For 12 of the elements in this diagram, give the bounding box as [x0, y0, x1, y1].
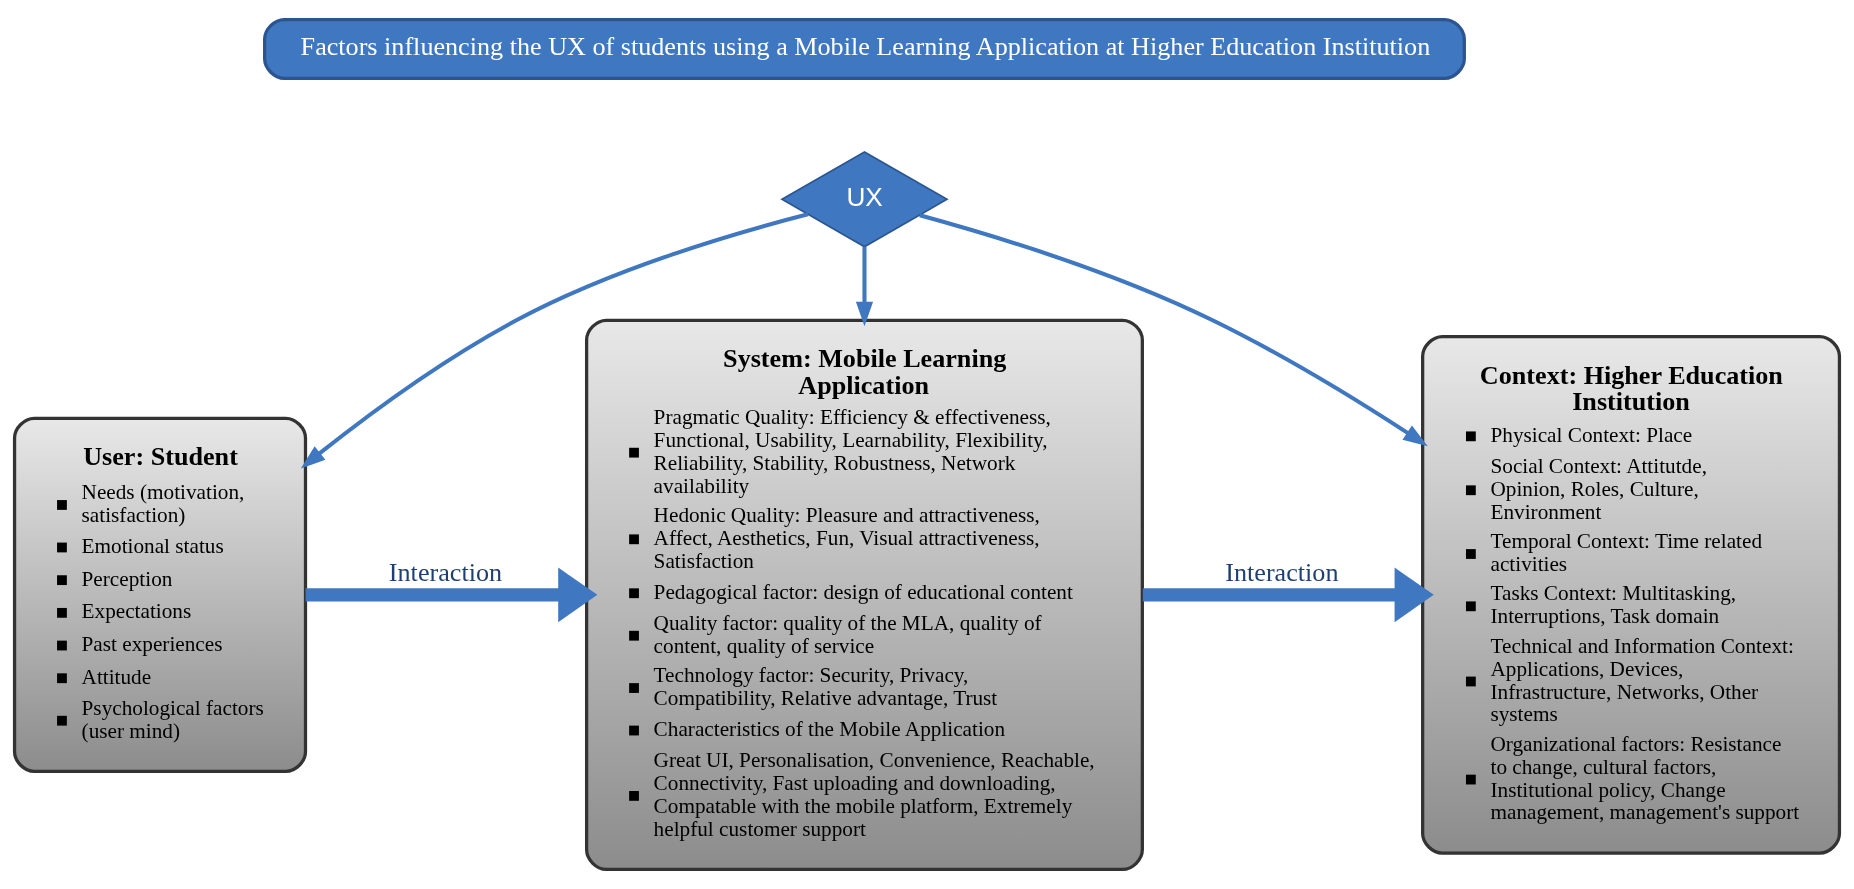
edge-label: Interaction	[1225, 558, 1339, 588]
node-box: Factors influencing the UX of students using a Mobile Learning Application at Higher Education Institution	[263, 17, 1466, 80]
node-diamond: UX	[780, 151, 949, 248]
edge-label: Interaction	[388, 558, 503, 588]
node-box: User: Student Needs (motivation, satisfaction) Emotional status Perception Expectations Past experiences Attitude Psychological factors (user mind)	[12, 416, 308, 774]
arrow	[305, 567, 598, 623]
node-box: Context: Higher Education Institution Physical Context: Place Social Context: Attitutde, Opinion, Roles, Culture, Environment Temporal Context: Time related activities Tasks Context: Multitasking, Interruptions, Task domain Technical and Information Context: Applications, Devices, Infrastructure, Networks, Other systems Organizational factors: Resistance to change, cultural factors, Institutional policy, Change management, management's support	[1421, 335, 1842, 855]
arrow	[919, 213, 1428, 447]
arrow	[855, 246, 874, 327]
node-box: System: Mobile Learning Application Pragmatic Quality: Efficiency & effectiveness, Functional, Usability, Learnability, Flexibility, Reliability, Stability, Robustness, Network availability Hedonic Quality: Pleasure and attractiveness, Affect, Aesthetics, Fun, Visual attractiveness, Satisfaction Pedagogical factor: design of educational content Quality factor: quality of the MLA, quality of content, quality of service Technology factor: Security, Privacy, Compatibility, Relative advantage, Trust Characteristics of the Mobile Application Great UI, Personalisation, Convenience, Reachable, Connectivity, Fast uploading and downloading, Compatable with the mobile platform, Extremely helpful customer support	[585, 318, 1144, 872]
arrow	[300, 212, 809, 469]
arrow	[1142, 567, 1434, 623]
